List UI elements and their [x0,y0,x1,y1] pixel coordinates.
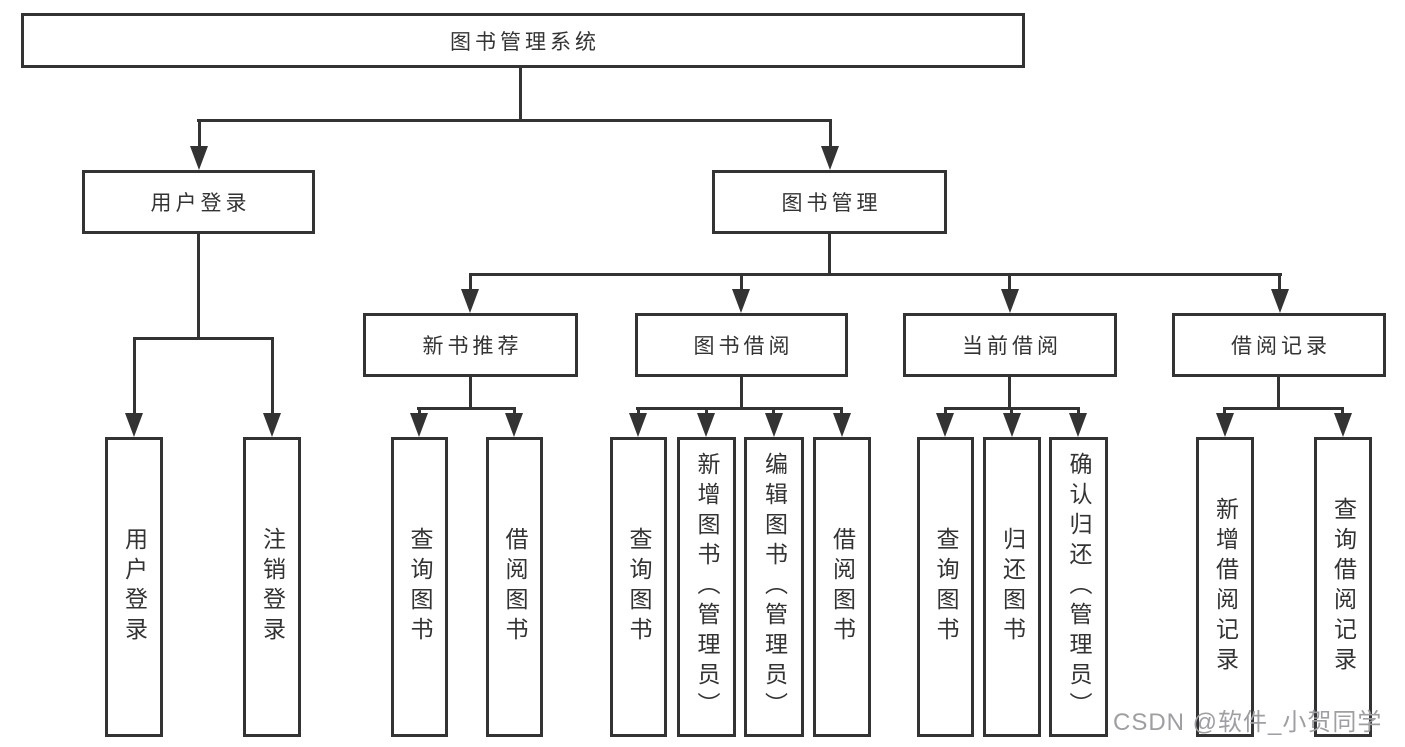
leaf-user-login: 用户登录 [105,437,163,737]
node-current-borrowing: 当前借阅 [903,313,1117,377]
leaf-label: 新增图书（管理员） [694,452,720,722]
leaf-newbook-query-books: 查询图书 [391,437,448,737]
arrow-down-icon [461,289,479,313]
connector-line [1277,375,1280,410]
leaf-label: 查询图书 [626,527,652,647]
leaf-label: 确认归还（管理员） [1066,452,1092,722]
leaf-current-return-books: 归还图书 [983,437,1041,737]
connector-line [637,407,640,416]
leaf-label: 借阅图书 [502,527,528,647]
node-borrowing-records: 借阅记录 [1172,313,1386,377]
connector-line [519,66,522,120]
connector-line [133,337,274,340]
connector-line [1223,407,1226,416]
leaf-borrowing-query-books: 查询图书 [610,437,667,737]
leaf-label: 查询借阅记录 [1330,497,1357,677]
arrow-down-icon [1216,413,1234,437]
arrow-down-icon [821,146,839,170]
leaf-current-confirm-return-admin: 确认归还（管理员） [1049,437,1108,737]
arrow-down-icon [1271,289,1289,313]
watermark: CSDN @软件_小贺同学 [1113,709,1383,736]
connector-line [469,273,1282,276]
leaf-label: 新增借阅记录 [1212,497,1239,677]
arrow-down-icon [697,413,715,437]
connector-line [636,407,843,410]
arrow-down-icon [732,289,750,313]
connector-line [271,337,274,416]
connector-line [513,407,516,416]
connector-line [197,119,832,122]
connector-line [1278,273,1281,292]
leaf-label: 查询图书 [933,527,959,647]
arrow-down-icon [1069,413,1087,437]
arrow-down-icon [936,413,954,437]
connector-line [469,273,472,292]
arrow-down-icon [629,413,647,437]
connector-line [1077,407,1080,416]
connector-line [944,407,947,416]
connector-line [829,119,832,149]
leaf-logout: 注销登录 [243,437,301,737]
leaf-borrowing-add-books-admin: 新增图书（管理员） [677,437,736,737]
leaf-label: 归还图书 [999,527,1026,647]
connector-line [197,232,200,340]
leaf-label: 注销登录 [259,527,286,647]
leaf-records-add-record: 新增借阅记录 [1196,437,1254,737]
connector-line [740,375,743,410]
node-root: 图书管理系统 [21,13,1025,68]
connector-line [705,407,708,416]
arrow-down-icon [1001,289,1019,313]
connector-line [469,375,472,410]
leaf-label: 用户登录 [121,527,148,647]
connector-line [417,407,516,410]
arrow-down-icon [125,413,143,437]
node-new-book-recommend: 新书推荐 [363,313,578,377]
connector-line [828,232,831,276]
leaf-borrowing-edit-books-admin: 编辑图书（管理员） [744,437,804,737]
connector-line [133,337,136,416]
leaf-label: 编辑图书（管理员） [761,452,788,722]
arrow-down-icon [505,413,523,437]
arrow-down-icon [410,413,428,437]
connector-line [1008,375,1011,410]
leaf-label: 查询图书 [407,527,433,647]
connector-line [1008,273,1011,292]
node-book-management: 图书管理 [712,170,947,234]
arrow-down-icon [263,413,281,437]
connector-line [740,273,743,292]
connector-line [418,407,421,416]
leaf-label: 借阅图书 [829,527,856,647]
arrow-down-icon [1003,413,1021,437]
leaf-borrowing-borrow-books: 借阅图书 [813,437,871,737]
connector-line [1010,407,1013,416]
connector-line [198,119,201,149]
arrow-down-icon [833,413,851,437]
arrow-down-icon [1334,413,1352,437]
connector-line [840,407,843,416]
node-book-borrowing: 图书借阅 [635,313,848,377]
leaf-records-query-record: 查询借阅记录 [1314,437,1372,737]
leaf-current-query-books: 查询图书 [917,437,974,737]
connector-line [772,407,775,416]
node-user-login: 用户登录 [82,170,315,234]
connector-line [1223,407,1344,410]
leaf-newbook-borrow-books: 借阅图书 [486,437,543,737]
arrow-down-icon [190,146,208,170]
connector-line [1341,407,1344,416]
arrow-down-icon [765,413,783,437]
